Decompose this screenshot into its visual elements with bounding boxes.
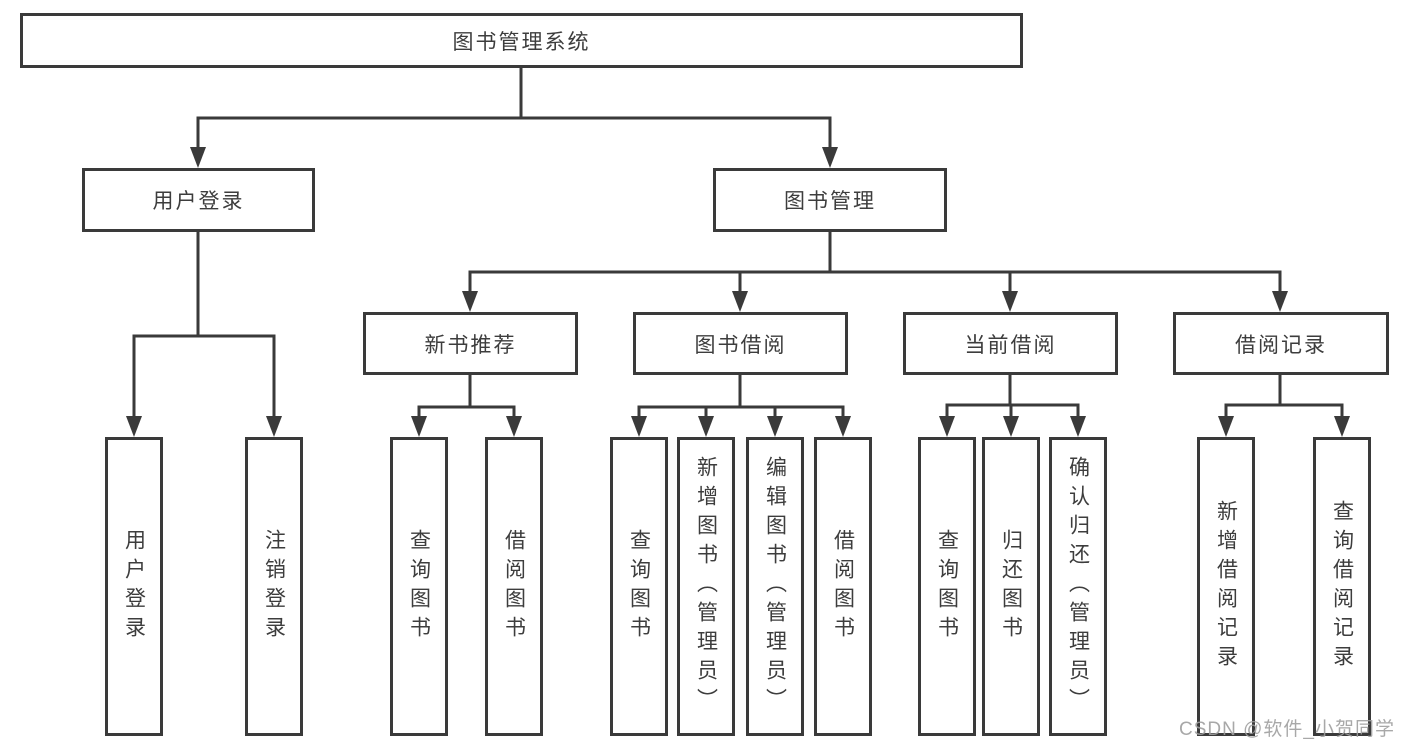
node-user-login-label: 用户登录 (152, 190, 245, 213)
leaf-borrow-edit-book-admin: 编辑图书（管理员） (746, 437, 804, 736)
leaf-rec-query-book: 查询图书 (390, 437, 448, 736)
node-new-book-rec: 新书推荐 (363, 312, 578, 375)
connector-user-login-to-leaves (132, 230, 276, 419)
leaf-label: 查询图书 (627, 528, 651, 645)
arrow-down-icon (1272, 291, 1288, 312)
leaf-record-query-borrow-record: 查询借阅记录 (1313, 437, 1371, 736)
connector-root-to-level2 (196, 66, 832, 150)
leaf-label: 查询图书 (407, 528, 431, 645)
arrow-down-icon (411, 416, 427, 437)
node-user-login: 用户登录 (82, 168, 315, 232)
leaf-label: 新增借阅记录 (1214, 499, 1238, 674)
node-borrow-record: 借阅记录 (1173, 312, 1389, 375)
connector-book-borrow-to-leaves (637, 373, 845, 419)
arrow-down-icon (190, 147, 206, 168)
leaf-label: 查询借阅记录 (1330, 499, 1354, 674)
arrow-down-icon (1003, 416, 1019, 437)
node-book-borrow: 图书借阅 (633, 312, 848, 375)
node-new-book-rec-label: 新书推荐 (424, 333, 517, 357)
leaf-borrow-borrow-book: 借阅图书 (814, 437, 872, 736)
leaf-record-add-borrow-record: 新增借阅记录 (1197, 437, 1255, 736)
leaf-label: 确认归还（管理员） (1066, 456, 1090, 717)
leaf-current-return-book: 归还图书 (982, 437, 1040, 736)
arrow-down-icon (835, 416, 851, 437)
leaf-label: 借阅图书 (502, 528, 526, 645)
arrow-down-icon (1218, 416, 1234, 437)
node-current-borrow-label: 当前借阅 (964, 333, 1057, 357)
arrow-down-icon (462, 291, 478, 312)
node-current-borrow: 当前借阅 (903, 312, 1118, 375)
arrow-down-icon (1334, 416, 1350, 437)
node-root: 图书管理系统 (20, 13, 1023, 68)
connector-borrow-record-to-leaves (1224, 373, 1344, 419)
leaf-borrow-add-book-admin: 新增图书（管理员） (677, 437, 735, 736)
node-book-mgmt-label: 图书管理 (784, 190, 876, 213)
arrow-down-icon (698, 416, 714, 437)
leaf-current-confirm-return-admin: 确认归还（管理员） (1049, 437, 1107, 736)
arrow-down-icon (506, 416, 522, 437)
arrow-down-icon (1002, 291, 1018, 312)
node-book-borrow-label: 图书借阅 (694, 333, 787, 357)
arrow-down-icon (1070, 416, 1086, 437)
arrow-down-icon (822, 147, 838, 168)
leaf-label: 归还图书 (999, 528, 1023, 645)
arrow-down-icon (939, 416, 955, 437)
leaf-logout: 注销登录 (245, 437, 303, 736)
leaf-label: 借阅图书 (831, 528, 855, 645)
leaf-user-login: 用户登录 (105, 437, 163, 736)
arrow-down-icon (767, 416, 783, 437)
connector-book-mgmt-to-level3 (468, 230, 1282, 294)
leaf-label: 新增图书（管理员） (694, 456, 718, 717)
leaf-borrow-query-book: 查询图书 (610, 437, 668, 736)
leaf-label: 编辑图书（管理员） (763, 456, 787, 717)
leaf-label: 用户登录 (122, 528, 146, 645)
leaf-label: 查询图书 (935, 528, 959, 645)
arrow-down-icon (266, 416, 282, 437)
arrow-down-icon (732, 291, 748, 312)
arrow-down-icon (631, 416, 647, 437)
leaf-label: 注销登录 (262, 528, 286, 645)
arrow-down-icon (126, 416, 142, 437)
leaf-rec-borrow-book: 借阅图书 (485, 437, 543, 736)
connector-new-book-rec-to-leaves (417, 373, 516, 419)
node-book-mgmt: 图书管理 (713, 168, 947, 232)
leaf-current-query-book: 查询图书 (918, 437, 976, 736)
csdn-watermark: CSDN @软件_小贺同学 (1179, 719, 1395, 740)
node-borrow-record-label: 借阅记录 (1235, 333, 1327, 357)
connector-current-borrow-to-leaves (945, 373, 1080, 419)
node-root-label: 图书管理系统 (452, 30, 591, 54)
